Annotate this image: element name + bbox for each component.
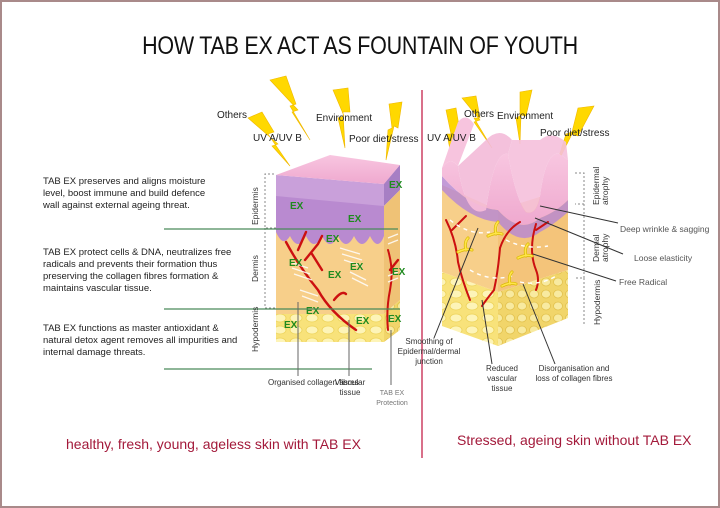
healthy-skin-block: EX EX EX EX EX EX EX EX EX EX EX EX [276,155,406,342]
callout-loose-elasticity: Loose elasticity [634,253,693,263]
svg-text:EX: EX [392,267,406,278]
description-antioxidant: TAB EX functions as master antioxidant &… [43,323,238,358]
callout-organised-collagen: Organised collagen fibres [268,378,359,387]
svg-text:EX: EX [328,270,342,281]
callout-tab-ex-protection: TAB EX Protection [376,390,408,407]
svg-text:EX: EX [326,234,340,245]
layer-epidermis: Epidermis [250,187,260,225]
callout-deep-wrinkle: Deep wrinkle & sagging [620,224,710,234]
layer-hypodermis: Hypodermis [250,306,260,352]
callout-reduced-vascular: Reduced vascular tissue [485,364,519,393]
factor-poor-diet-left: Poor diet/stress [349,134,419,145]
callout-disorganisation: Disorganisation and loss of collagen fib… [535,364,613,383]
factor-others-left: Others [217,110,248,121]
svg-text:EX: EX [306,306,320,317]
layer-dermis: Dermis [250,255,260,282]
caption-aged-skin: Stressed, ageing skin without TAB EX [457,432,692,448]
svg-text:EX: EX [290,201,304,212]
svg-text:EX: EX [356,316,370,327]
aged-skin-block [442,117,568,346]
factor-uv-left: UV A/UV B [253,133,302,144]
layer-dermal-atrophy: Dermal atrophy [591,233,610,262]
factor-environment-left: Environment [316,113,373,124]
callout-smoothing: Smoothing of Epidermal/dermal junction [397,337,461,366]
svg-text:EX: EX [389,180,403,191]
svg-text:EX: EX [289,258,303,269]
svg-text:EX: EX [348,214,362,225]
factor-environment-right: Environment [497,111,554,122]
svg-text:EX: EX [388,314,402,325]
description-dna-protection: TAB EX protect cells & DNA, neutralizes … [43,247,232,294]
panel-divider [421,90,423,458]
factor-uv-right: UV A/UV B [427,133,476,144]
layer-epidermal-atrophy: Epidermal atrophy [591,166,610,205]
description-moisture: TAB EX preserves and aligns moisture lev… [43,176,206,211]
factor-others-right: Others [464,109,495,120]
layer-hypodermis-right: Hypodermis [592,279,602,325]
diagram-title: HOW TAB EX ACT AS FOUNTAIN OF YOUTH [142,32,578,60]
svg-text:EX: EX [350,262,364,273]
caption-healthy-skin: healthy, fresh, young, ageless skin with… [66,436,361,452]
callout-vascular-tissue: Vascular tissue [334,378,366,397]
callout-free-radical: Free Radical [619,277,668,287]
factor-poor-diet-right: Poor diet/stress [540,128,610,139]
left-bolts [247,75,403,167]
svg-text:EX: EX [284,320,298,331]
